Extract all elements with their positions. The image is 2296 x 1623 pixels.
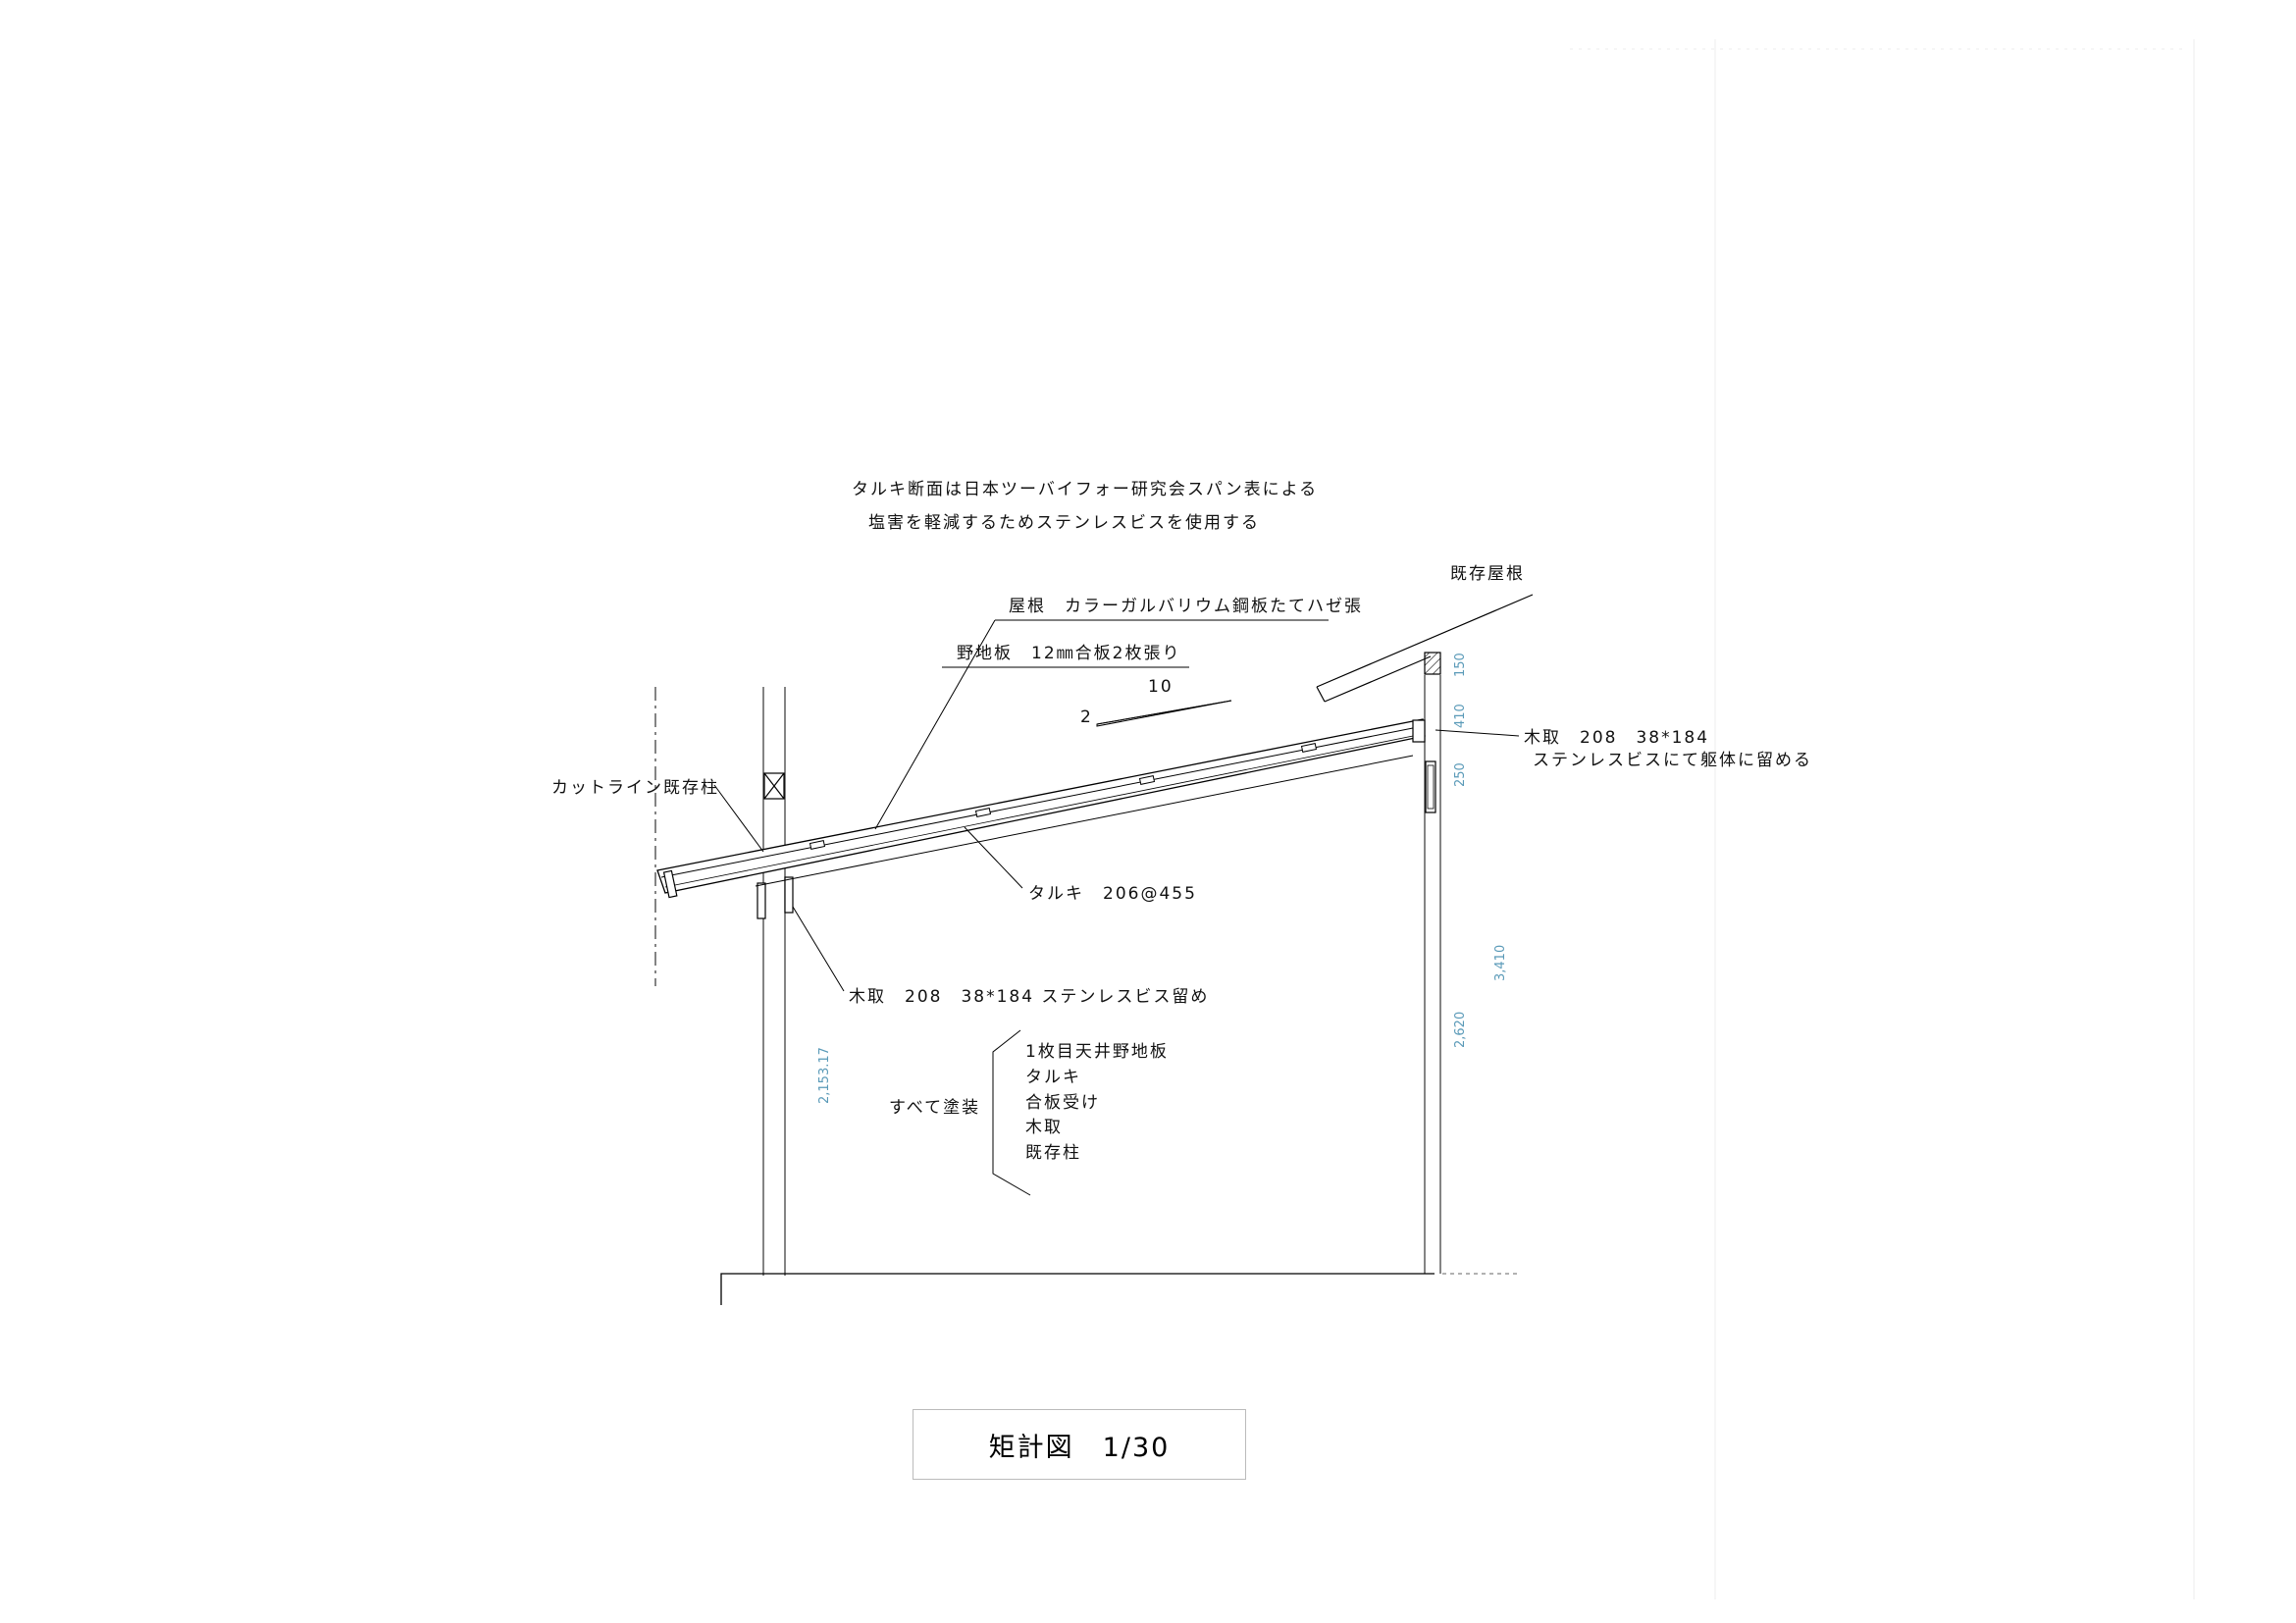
dim-3410: 3,410: [1493, 945, 1508, 981]
dim-250: 250: [1453, 762, 1468, 787]
note-line-2: 塩害を軽減するためステンレスビスを使用する: [868, 512, 1260, 533]
slope-hyp: [1096, 700, 1232, 725]
right-wall-hatch: [1424, 652, 1441, 675]
ledger-right-label-1: 木取 208 38*184: [1524, 728, 1709, 748]
slope-rise: 2: [1080, 707, 1093, 727]
sheathing-label: 野地板 12㎜合板2枚張り: [957, 644, 1180, 663]
cutline-label: カットライン既存柱: [551, 778, 719, 798]
paint-item-2: タルキ: [1025, 1068, 1081, 1087]
cutline-leader: [713, 784, 764, 853]
roof-sheathing-line: [660, 725, 1424, 878]
plywood-supports: [809, 743, 1318, 850]
ledger-left-b: [784, 876, 794, 914]
dim-150: 150: [1453, 653, 1468, 677]
dim-410: 410: [1453, 704, 1468, 728]
ledger-right-leader: [1435, 729, 1520, 737]
paint-item-3: 合板受け: [1025, 1093, 1100, 1113]
existing-roof-top: [1316, 594, 1534, 688]
paint-all-label: すべて塗装: [889, 1097, 980, 1118]
paint-item-4: 木取: [1025, 1118, 1063, 1137]
dim-2153: 2,153.17: [817, 1047, 832, 1104]
ledger-right: [1412, 719, 1426, 743]
drawing-title-box: 矩計図 1/30: [913, 1409, 1246, 1480]
existing-roof-label: 既存屋根: [1450, 564, 1525, 584]
ledger-right-label-2: ステンレスビスにて躯体に留める: [1533, 751, 1812, 770]
rafter-label: タルキ 206@455: [1028, 884, 1197, 904]
ledger-right-lower: [1425, 760, 1436, 813]
roof-leader: [874, 619, 996, 830]
paint-item-5: 既存柱: [1025, 1143, 1081, 1163]
ledger-left-leader: [792, 906, 845, 992]
roof-label: 屋根 カラーガルバリウム鋼板たてハゼ張: [1009, 597, 1363, 616]
paint-item-1: 1枚目天井野地板: [1025, 1042, 1169, 1062]
floor-line: [720, 1273, 1435, 1305]
existing-roof-bottom: [1324, 655, 1432, 703]
eave-fascia: [662, 869, 678, 899]
dim-2620: 2,620: [1453, 1012, 1468, 1048]
ledger-left-a: [757, 882, 766, 919]
note-line-1: タルキ断面は日本ツーバイフォー研究会スパン表による: [852, 480, 1318, 499]
rafter-line: [664, 733, 1424, 888]
paint-bracket: [992, 1029, 1031, 1196]
slope-run: 10: [1148, 677, 1174, 697]
drawing-title: 矩計図 1/30: [988, 1432, 1171, 1463]
post-x-section: [763, 772, 785, 800]
rafter-leader: [964, 826, 1023, 889]
existing-roof-end: [1316, 686, 1326, 703]
ledger-left-label: 木取 208 38*184 ステンレスビス留め: [849, 987, 1209, 1007]
ceiling-line: [755, 755, 1414, 887]
ledger-right-lower-inner: [1427, 764, 1435, 810]
